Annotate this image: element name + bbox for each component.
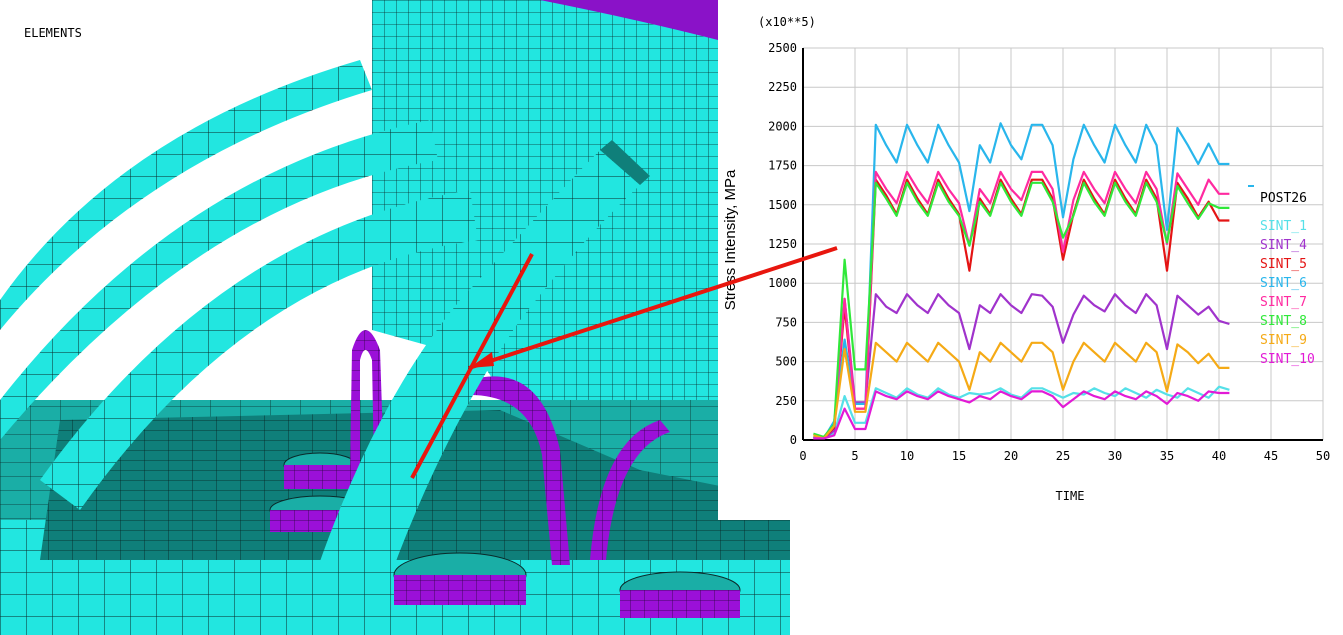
chart-background bbox=[718, 0, 1343, 520]
y-multiplier: (x10**5) bbox=[758, 15, 816, 29]
mesh-purple-arch bbox=[470, 376, 570, 565]
x-tick-label: 35 bbox=[1160, 449, 1174, 463]
y-tick-label: 2500 bbox=[768, 41, 797, 55]
x-tick-label: 20 bbox=[1004, 449, 1018, 463]
x-tick-label: 50 bbox=[1316, 449, 1330, 463]
grid-layer bbox=[803, 47, 1324, 440]
x-tick-label: 10 bbox=[900, 449, 914, 463]
y-tick-label: 2250 bbox=[768, 80, 797, 94]
series-line-sint-7 bbox=[813, 170, 1230, 440]
mesh-purple-arch bbox=[590, 420, 670, 560]
legend-item-sint-5: SINT_5 bbox=[1260, 257, 1307, 272]
mesh-stud bbox=[394, 575, 526, 605]
y-tick-label: 750 bbox=[775, 315, 797, 329]
y-tick-label: 250 bbox=[775, 394, 797, 408]
x-axis-label: TIME bbox=[1056, 489, 1085, 503]
fe-mesh-view[interactable]: ELEMENTS bbox=[0, 0, 790, 635]
y-tick-label: 2000 bbox=[768, 119, 797, 133]
chart-panel: 0 250 500 750 1000 1250 1500 1750 2000 2250 2500 0 5… bbox=[718, 0, 1343, 520]
x-tick-label: 45 bbox=[1264, 449, 1278, 463]
y-tick-label: 500 bbox=[775, 355, 797, 369]
mesh-cylinder-cap bbox=[540, 0, 718, 40]
x-tick-label: 30 bbox=[1108, 449, 1122, 463]
y-tick-label: 1750 bbox=[768, 159, 797, 173]
series-line-sint-4 bbox=[813, 293, 1230, 440]
mesh-main-pipe-side bbox=[600, 140, 650, 185]
time-history-chart: 0 250 500 750 1000 1250 1500 1750 2000 2250 2500 0 5… bbox=[718, 0, 1343, 520]
series-line-sint-8 bbox=[813, 181, 1230, 438]
mesh-pipe bbox=[0, 120, 438, 440]
series-line-sint-10 bbox=[813, 390, 1230, 440]
view-label: ELEMENTS bbox=[24, 26, 82, 40]
mesh-pipe bbox=[40, 190, 478, 510]
x-tick-label: 5 bbox=[851, 449, 858, 463]
mesh-stud bbox=[284, 465, 356, 489]
x-tick-label: 15 bbox=[952, 449, 966, 463]
legend-item-sint-6: SINT_6 bbox=[1260, 276, 1307, 291]
legend-item-sint-9: SINT_9 bbox=[1260, 333, 1307, 348]
axis-layer: 0 250 500 750 1000 1250 1500 1750 2000 2250 2500 0 5… bbox=[768, 41, 1330, 463]
legend-header: POST26 bbox=[1260, 191, 1307, 206]
y-axis-label: Stress Intensity, MPa bbox=[722, 169, 739, 310]
x-tick-label: 40 bbox=[1212, 449, 1226, 463]
series-line-sint-1 bbox=[813, 385, 1230, 440]
mesh-render: ELEMENTS bbox=[0, 0, 790, 635]
y-tick-label: 0 bbox=[790, 433, 797, 447]
series-line-sint-6 bbox=[813, 122, 1230, 440]
x-tick-label: 0 bbox=[799, 449, 806, 463]
legend-item-sint-7: SINT_7 bbox=[1260, 295, 1307, 310]
y-tick-label: 1000 bbox=[768, 276, 797, 290]
legend-item-sint-10: SINT_10 bbox=[1260, 352, 1315, 367]
legend-item-sint-8: SINT_8 bbox=[1260, 314, 1307, 329]
series-line-sint-9 bbox=[813, 341, 1230, 440]
y-tick-label: 1500 bbox=[768, 198, 797, 212]
legend: SINT_1SINT_4SINT_5SINT_6SINT_7SINT_8SINT… bbox=[1248, 185, 1315, 367]
x-tick-label: 25 bbox=[1056, 449, 1070, 463]
legend-item-sint-1: SINT_1 bbox=[1260, 219, 1307, 234]
legend-item-sint-4: SINT_4 bbox=[1260, 238, 1307, 253]
mesh-stud bbox=[620, 590, 740, 618]
y-tick-label: 1250 bbox=[768, 237, 797, 251]
mesh-pipe bbox=[0, 60, 372, 330]
series-layer bbox=[813, 122, 1230, 440]
